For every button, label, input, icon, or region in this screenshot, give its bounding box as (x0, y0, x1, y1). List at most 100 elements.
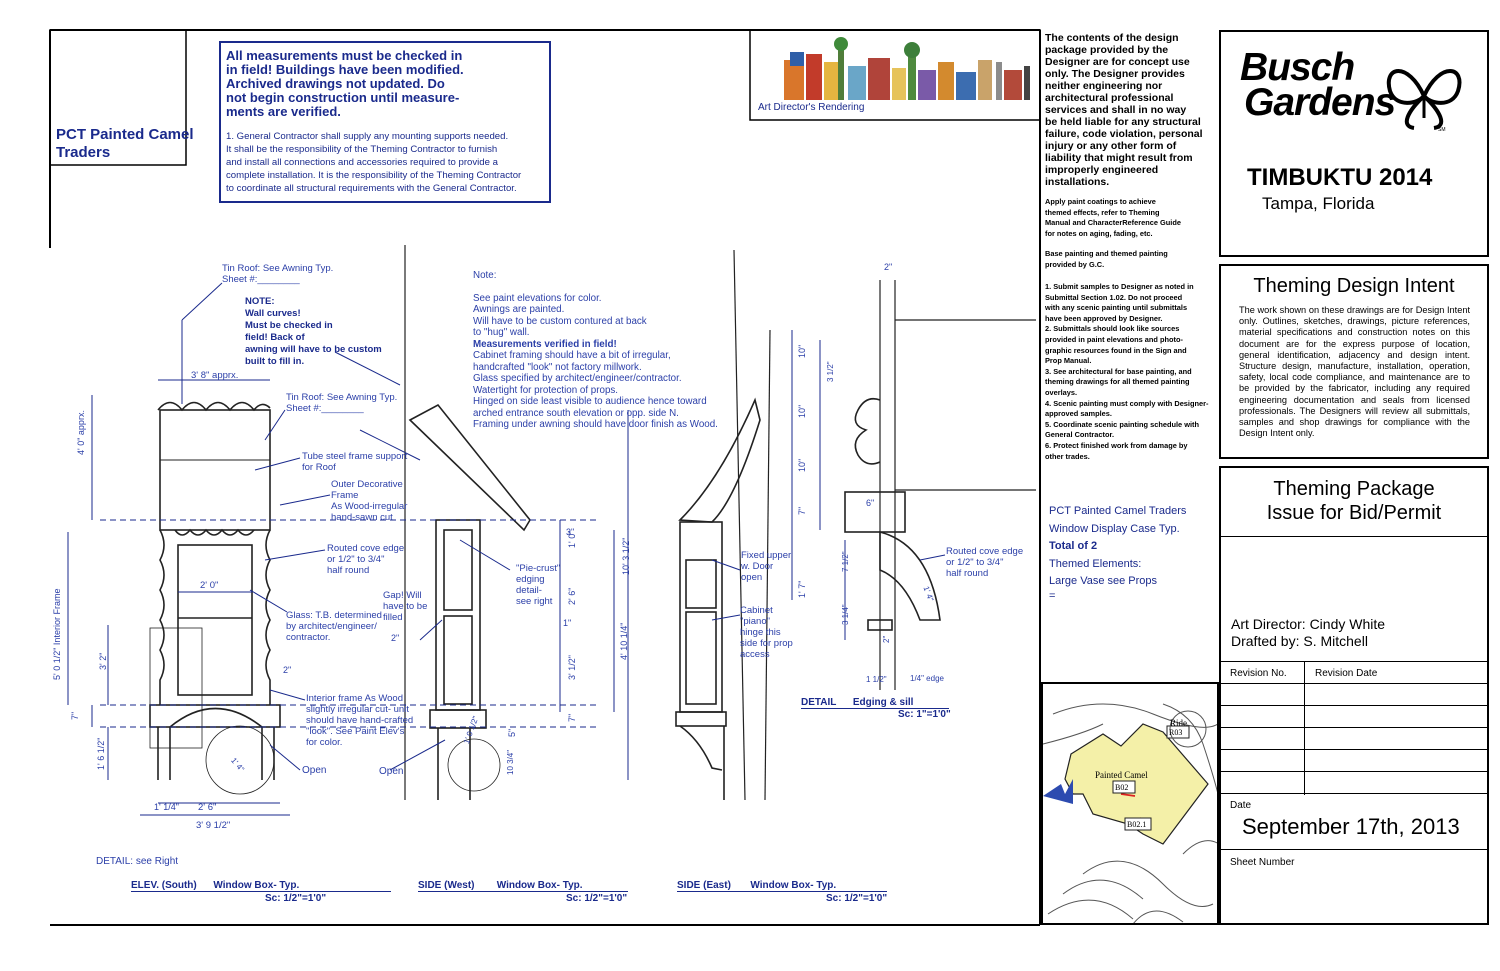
annotation-line: Interior frame As Wood (306, 693, 403, 704)
dim-label: 3' 2" (98, 652, 108, 670)
dim-label: 2' 6" (198, 802, 217, 813)
title-block-top (1219, 30, 1489, 257)
annotation-line: detail- (516, 585, 542, 596)
paint-note-line: for notes on aging, fading, etc. (1045, 228, 1153, 238)
map-ride-code: R03 (1169, 728, 1183, 737)
submittal-line: approved samples. (1045, 409, 1112, 419)
dim-label: 2' 6" (567, 587, 577, 605)
project-title: TIMBUKTU 2014 (1247, 164, 1433, 191)
outer-frame-note: Outer Decorative Frame As Wood-irregular… (331, 479, 407, 523)
annotation-line: Outer Decorative (331, 479, 403, 490)
revision-no-header: Revision No. (1230, 668, 1287, 679)
annotation-line: Routed cove edge (946, 546, 1024, 557)
revision-date-header: Revision Date (1315, 668, 1378, 679)
tube-steel-note: Tube steel frame support for Roof (302, 451, 407, 473)
dim-label: 1' 6 1/2" (96, 737, 106, 770)
submittal-line: Submittal Section 1.02. Do not proceed (1045, 292, 1183, 302)
annotation-line: Cabinet (740, 605, 773, 616)
annotation-line: Frame (331, 490, 359, 501)
dim-label: 3" (566, 527, 575, 537)
annotation-line: half round (946, 568, 989, 579)
project-label: PCT Painted Camel Traders (56, 126, 194, 162)
dim-label: 5" (507, 728, 517, 737)
package-list-line: Window Display Case Typ. (1049, 522, 1180, 535)
dim-label: 6" (866, 498, 875, 508)
annotation-line: or 1/2" to 3/4" (946, 557, 1004, 568)
revision-col-divider (1304, 661, 1305, 795)
intent-title: Theming Design Intent (1253, 275, 1455, 297)
dim-label: 10" (797, 458, 807, 472)
interior-frame-note: Interior frame As Wood slightly irregula… (306, 693, 413, 748)
table-row (1221, 749, 1487, 772)
annotation-line: awning will have to be custom (245, 344, 382, 355)
annotation-line: hinge this (740, 627, 781, 638)
dim-label: 4' 0" apprx. (76, 410, 86, 455)
annotation-line: "Pie-crust" (516, 563, 561, 574)
routed-cove-note-2: Routed cove edge or 1/2" to 3/4" half ro… (946, 546, 1023, 579)
disclaimer-line: failure, code violation, personal (1045, 128, 1203, 140)
disclaimer-line: liability that might result from (1045, 152, 1193, 164)
annotation-line: As Wood-irregular (331, 501, 408, 512)
map-building-label: Painted Camel (1095, 770, 1148, 780)
table-row (1221, 727, 1487, 750)
dim-label: 4' 10 1/4" (619, 622, 629, 660)
annotation-line: Glass specified by architect/engineer/co… (473, 373, 682, 384)
annotation-line: Glass: T.B. determined (286, 610, 382, 621)
rendering-caption: Art Director's Rendering (758, 102, 865, 113)
dim-label: 3' 9 1/2" (196, 820, 231, 831)
dim-label: 3 1/4" (841, 604, 850, 625)
map-code-b021: B02.1 (1127, 820, 1147, 829)
dim-label: 7" (70, 711, 80, 720)
submittal-line: 6. Protect finished work from damage by (1045, 440, 1188, 450)
annotation-line: Note: (473, 270, 497, 281)
detail-see-right: DETAIL: see Right (96, 856, 179, 867)
annotation-line: Cabinet framing should have a bit of irr… (473, 350, 671, 361)
annotation-line: "piano" (740, 616, 770, 627)
paint-note-line: Apply paint coatings to achieve (1045, 197, 1156, 206)
scale-east: Sc: 1/2"=1'0" (826, 893, 888, 904)
disclaimer-line: injury or any other form of (1045, 140, 1177, 152)
contractor-note-line: complete installation. It is the respons… (226, 170, 522, 181)
glass-note: Glass: T.B. determined by architect/engi… (286, 610, 382, 643)
routed-cove-note: Routed cove edge or 1/2" to 3/4" half ro… (327, 543, 404, 576)
submittal-line: have been approved by Designer. (1045, 313, 1163, 323)
dim-label: 3 1/2" (826, 361, 835, 382)
disclaimer-line: neither engineering nor (1045, 80, 1163, 92)
annotation-line: access (740, 649, 770, 660)
submittal-line: 5. Coordinate scenic painting schedule w… (1045, 419, 1199, 429)
credits: Art Director: Cindy White Drafted by: S.… (1231, 616, 1385, 650)
annotation-line: or 1/2" to 3/4" (327, 554, 385, 565)
dim-label: 1 1/2" (866, 675, 887, 684)
disclaimer-line: services and shall in no way (1045, 104, 1187, 116)
intent-box (1219, 264, 1489, 459)
annotation-line: Tin Roof: See Awning Typ. (222, 263, 334, 274)
dim-label: 7" (567, 713, 577, 722)
date-value: September 17th, 2013 (1242, 814, 1460, 839)
tin-roof-note-1: Tin Roof: See Awning Typ. Sheet #:______… (222, 263, 333, 285)
title-east: SIDE (East) Window Box- Typ. (677, 880, 887, 892)
title-south: ELEV. (South) Window Box- Typ. (131, 880, 391, 892)
scale-south: Sc: 1/2"=1'0" (265, 893, 327, 904)
logo-line2: Gardens (1244, 81, 1396, 124)
open-label-2: Open (379, 766, 404, 777)
submittal-line: provided in paint elevations and photo- (1045, 334, 1183, 344)
package-title: Theming Package Issue for Bid/Permit (1219, 477, 1489, 525)
dim-label: 2" (391, 633, 400, 643)
annotation-line: Fixed upper (741, 550, 792, 561)
title-detail: DETAIL Edging & sill (801, 697, 949, 709)
disclaimer-line: The contents of the design (1045, 32, 1179, 44)
gap-note: Gap! Will have to be filled (383, 590, 427, 623)
dim-label: 2" (884, 262, 893, 272)
annotation-line: field! Back of (245, 332, 305, 343)
annotation-line: for color. (306, 737, 343, 748)
annotation-line: filled (383, 612, 403, 623)
pie-crust-note: "Pie-crust" edging detail- see right (516, 563, 560, 607)
submittal-line: other trades. (1045, 451, 1090, 461)
annotation-line: built to fill in. (245, 356, 305, 367)
annotation-line: w. Door (741, 561, 774, 572)
intent-body: The work shown on these drawings are for… (1239, 305, 1470, 439)
dim-label: 10" (797, 344, 807, 358)
annotation-line: Gap! Will (383, 590, 422, 601)
annotation-line: by architect/engineer/ (286, 621, 377, 632)
